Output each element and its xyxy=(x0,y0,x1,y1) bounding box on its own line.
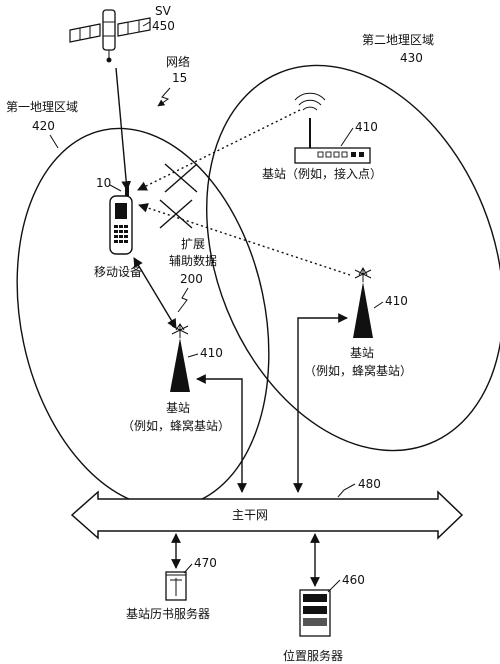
cell-right-number: 410 xyxy=(385,294,408,308)
cell-right-leader xyxy=(373,301,384,309)
location-server-leader xyxy=(327,579,341,593)
location-server-icon xyxy=(299,589,331,637)
cell-left-label-line2: （例如，蜂窝基站） xyxy=(122,418,230,433)
cell-right-backbone-link xyxy=(293,313,348,493)
mobile-device-leader xyxy=(109,184,122,192)
location-server-label: 位置服务器 xyxy=(283,648,343,663)
ap-signal-line xyxy=(137,109,301,191)
cell-right-label-line1: 基站 xyxy=(350,346,374,360)
access-point-number: 410 xyxy=(355,120,378,134)
almanac-server-label: 基站历书服务器 xyxy=(126,606,210,621)
mobile-device-number: 10 xyxy=(96,176,111,190)
cell-left-leader xyxy=(187,353,199,358)
satellite-icon xyxy=(69,9,151,63)
satellite-signal-arrow xyxy=(115,67,132,191)
mobile-device-icon xyxy=(109,186,133,255)
almanac-server-icon xyxy=(165,571,187,601)
blocked-signal-cross-upper xyxy=(164,163,198,193)
region-1-number: 420 xyxy=(32,119,55,133)
backbone-label: 主干网 xyxy=(232,508,268,522)
access-point-label: 基站（例如，接入点） xyxy=(262,166,382,181)
sv-leader xyxy=(142,21,151,27)
region-2-ellipse xyxy=(206,64,500,452)
region-2-number: 430 xyxy=(400,51,423,65)
ext-assist-number: 200 xyxy=(180,272,203,286)
cell-tower-left-icon xyxy=(170,323,190,392)
region-1-label: 第一地理区域 xyxy=(6,100,78,114)
cell-right-signal-line xyxy=(138,203,351,276)
mobile-device-label: 移动设备 xyxy=(94,265,142,279)
backbone-arrow xyxy=(70,490,464,540)
location-server-number: 460 xyxy=(342,573,365,587)
cell-left-number: 410 xyxy=(200,346,223,360)
ext-assist-leader xyxy=(177,287,189,313)
region-2-label: 第二地理区域 xyxy=(362,33,434,47)
almanac-server-leader xyxy=(183,563,193,574)
network-label: 网络 xyxy=(166,54,190,69)
region-1-ellipse xyxy=(16,127,270,509)
cell-tower-right-icon xyxy=(353,266,373,338)
ext-assist-label-line2: 辅助数据 xyxy=(169,253,217,268)
region-1-leader xyxy=(49,134,59,149)
blocked-signal-cross-lower xyxy=(159,199,193,229)
network-leader xyxy=(157,87,171,107)
cell-left-backbone-link xyxy=(196,374,247,493)
ext-assist-label-line1: 扩展 xyxy=(181,237,205,251)
sv-number: 450 xyxy=(152,19,175,33)
cell-right-label-line2: （例如，蜂窝基站） xyxy=(304,363,412,378)
sv-label: SV xyxy=(155,4,172,18)
access-point-icon xyxy=(294,92,371,164)
network-number: 15 xyxy=(172,71,187,85)
backbone-leader xyxy=(337,483,356,498)
almanac-server-number: 470 xyxy=(194,556,217,570)
cell-left-label-line1: 基站 xyxy=(166,401,190,415)
backbone-number: 480 xyxy=(358,477,381,491)
device-tower-link xyxy=(133,257,177,329)
access-point-leader xyxy=(340,127,354,147)
